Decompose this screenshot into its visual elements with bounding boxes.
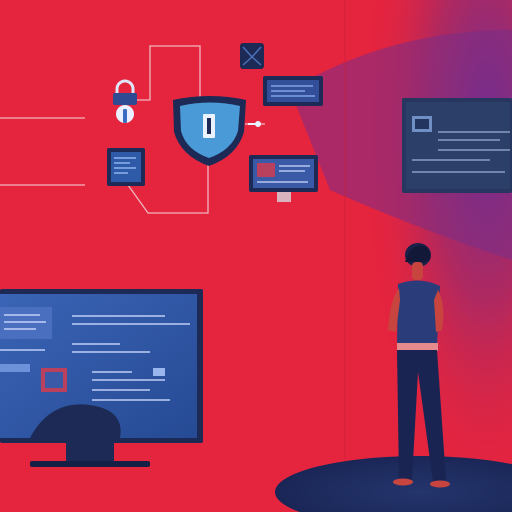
shield-lock-icon <box>173 96 246 166</box>
small-device-left <box>107 148 145 186</box>
person-figure <box>388 243 450 488</box>
small-monitor <box>249 155 318 202</box>
small-device-top <box>263 76 323 106</box>
large-monitor <box>0 289 203 467</box>
wall-screen <box>402 98 512 193</box>
padlock-icon <box>113 79 137 123</box>
floor-platform <box>275 456 512 516</box>
key-icon <box>248 121 261 127</box>
envelope-icon <box>240 43 264 69</box>
